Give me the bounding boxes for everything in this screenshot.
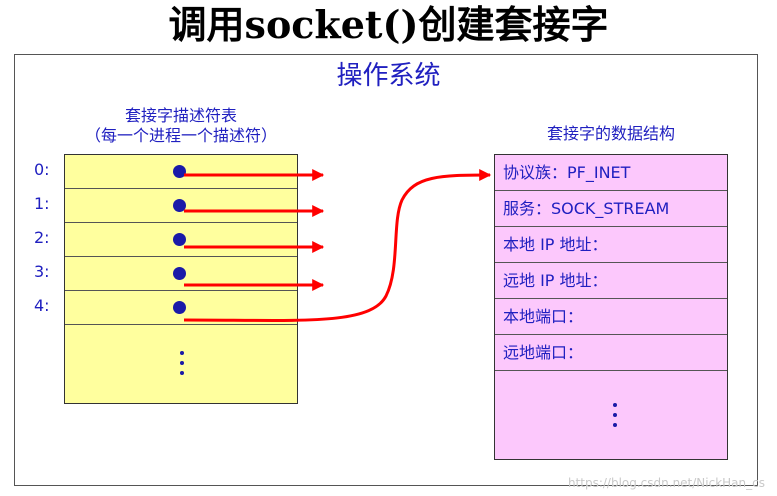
descriptor-index-1: 1:: [34, 194, 50, 213]
socket-struct-table: 协议族：PF_INET 服务：SOCK_STREAM 本地 IP 地址： 远地 …: [494, 154, 728, 460]
struct-field-service: 服务：SOCK_STREAM: [495, 191, 727, 227]
pointer-dot: [173, 267, 186, 280]
descriptor-row: [65, 155, 297, 189]
descriptor-table-caption: 套接字描述符表: [124, 106, 237, 125]
descriptor-index-0: 0:: [34, 160, 50, 179]
socket-struct-continuation: [495, 371, 727, 459]
struct-field-family: 协议族：PF_INET: [495, 155, 727, 191]
watermark: https://blog.csdn.net/NickHan_cs: [567, 476, 765, 490]
ellipsis-icon: [179, 351, 185, 375]
descriptor-row: [65, 257, 297, 291]
struct-field-local-port: 本地端口：: [495, 299, 727, 335]
pointer-dot: [173, 199, 186, 212]
page-title: 调用socket()创建套接字: [168, 2, 609, 47]
descriptor-table-subcaption: （每一个进程一个描述符）: [84, 126, 277, 145]
struct-field-remote-ip: 远地 IP 地址：: [495, 263, 727, 299]
pointer-dot: [173, 233, 186, 246]
socket-struct-caption: 套接字的数据结构: [546, 124, 675, 143]
descriptor-index-3: 3:: [34, 262, 50, 281]
descriptor-row: [65, 223, 297, 257]
descriptor-table-continuation: [65, 325, 297, 403]
descriptor-index-2: 2:: [34, 228, 50, 247]
descriptor-row: [65, 291, 297, 325]
struct-field-local-ip: 本地 IP 地址：: [495, 227, 727, 263]
os-label: 操作系统: [336, 61, 441, 91]
pointer-arrow-4: [183, 169, 492, 322]
ellipsis-icon: [612, 403, 618, 427]
pointer-dot: [173, 301, 186, 314]
descriptor-table: [64, 154, 298, 404]
descriptor-row: [65, 189, 297, 223]
struct-field-remote-port: 远地端口：: [495, 335, 727, 371]
descriptor-index-4: 4:: [34, 296, 50, 315]
pointer-dot: [173, 165, 186, 178]
